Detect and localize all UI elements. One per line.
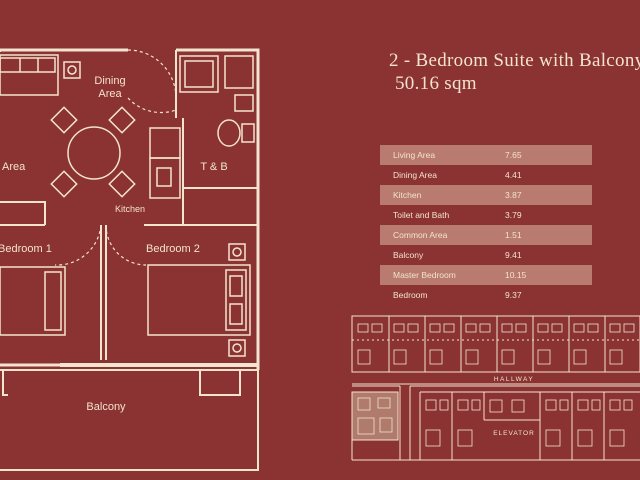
nightstand-1 [228, 243, 246, 261]
wall-bedroom-divider [100, 225, 107, 360]
vanity [224, 55, 254, 89]
label-bedroom-1: Bedroom 1 [0, 243, 52, 255]
area-name: Kitchen [393, 190, 422, 200]
wall-living-bottom-box [0, 201, 46, 225]
label-living-area: Area [2, 161, 26, 173]
sink [234, 94, 254, 112]
toilet [217, 119, 241, 147]
bed-1 [0, 266, 66, 336]
kitchen-counter [149, 127, 181, 159]
door-arc-entry [127, 49, 177, 99]
label-bedroom-2: Bedroom 2 [146, 243, 200, 255]
balcony-left-frame [2, 370, 8, 396]
area-table-row: Balcony 9.41 [380, 245, 592, 265]
chair-4 [108, 170, 136, 198]
page-title: 2 - Bedroom Suite with Balcony [389, 50, 640, 71]
door-arc-dining [127, 97, 177, 114]
bed-2 [147, 264, 251, 336]
chair-2 [108, 106, 136, 134]
wall-top-right [176, 48, 260, 370]
area-value: 3.79 [505, 210, 522, 220]
label-dining-area: Area [98, 88, 122, 100]
area-table-row: Dining Area 4.41 [380, 165, 592, 185]
chair-3 [50, 170, 78, 198]
area-name: Dining Area [393, 170, 437, 180]
label-elevator: ELEVATOR [493, 430, 535, 437]
chair-1 [50, 106, 78, 134]
page-subtitle: 50.16 sqm [395, 73, 477, 94]
area-table-row: Common Area 1.51 [380, 225, 592, 245]
label-dining: Dining [94, 75, 125, 87]
key-plan [351, 315, 640, 461]
area-table-row: Master Bedroom 10.15 [380, 265, 592, 285]
area-value: 3.87 [505, 190, 522, 200]
area-value: 7.65 [505, 150, 522, 160]
label-balcony: Balcony [86, 401, 126, 413]
side-table [63, 61, 81, 79]
door-arc-bedroom1 [54, 224, 102, 266]
label-hallway: HALLWAY [494, 376, 534, 383]
dining-table [67, 126, 121, 180]
area-value: 9.41 [505, 250, 522, 260]
area-table-row: Kitchen 3.87 [380, 185, 592, 205]
area-name: Living Area [393, 150, 436, 160]
area-name: Balcony [393, 250, 424, 260]
nightstand-2 [228, 339, 246, 357]
area-table-row: Bedroom 9.37 [380, 285, 592, 305]
highlighted-unit [351, 391, 399, 441]
door-arc-bedroom2 [105, 224, 147, 266]
sofa-cushion [0, 57, 56, 73]
label-kitchen: Kitchen [115, 204, 145, 214]
area-name: Toilet and Bath [393, 210, 450, 220]
label-tb: T & B [200, 161, 227, 173]
area-value: 9.37 [505, 290, 522, 300]
area-name: Master Bedroom [393, 270, 456, 280]
balcony-right-frame [199, 370, 241, 396]
area-value: 1.51 [505, 230, 522, 240]
area-value: 4.41 [505, 170, 522, 180]
shower [179, 55, 219, 93]
area-table-row: Living Area 7.65 [380, 145, 592, 165]
area-name: Bedroom [393, 290, 428, 300]
area-name: Common Area [393, 230, 448, 240]
sofa [0, 54, 59, 96]
area-value: 10.15 [505, 270, 527, 280]
area-table-row: Toilet and Bath 3.79 [380, 205, 592, 225]
wall-balcony-bottom [0, 370, 259, 471]
